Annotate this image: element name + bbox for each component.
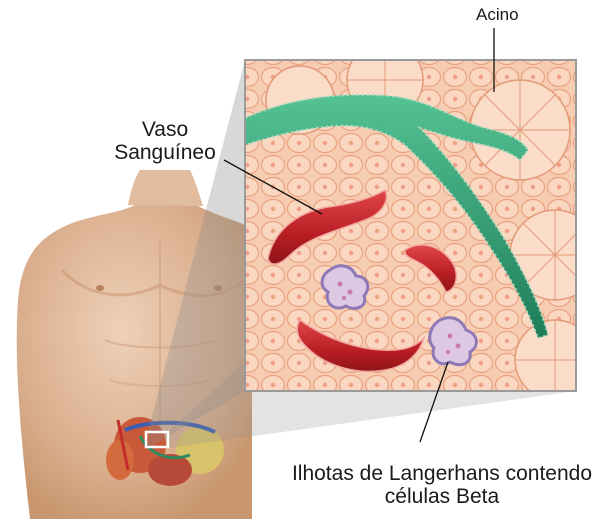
acino-label: Acino [476,6,519,25]
vaso-label-line2: Sanguíneo [104,141,226,164]
ilhotas-label-line1: Ilhotas de Langerhans contendo [272,462,612,485]
ilhotas-label: Ilhotas de Langerhans contendo células B… [272,462,612,508]
vaso-sanguineo-label: Vaso Sanguíneo [104,118,226,164]
zoom-panel [245,42,600,400]
ilhotas-label-line2: células Beta [272,485,612,508]
vaso-label-line1: Vaso [104,118,226,141]
